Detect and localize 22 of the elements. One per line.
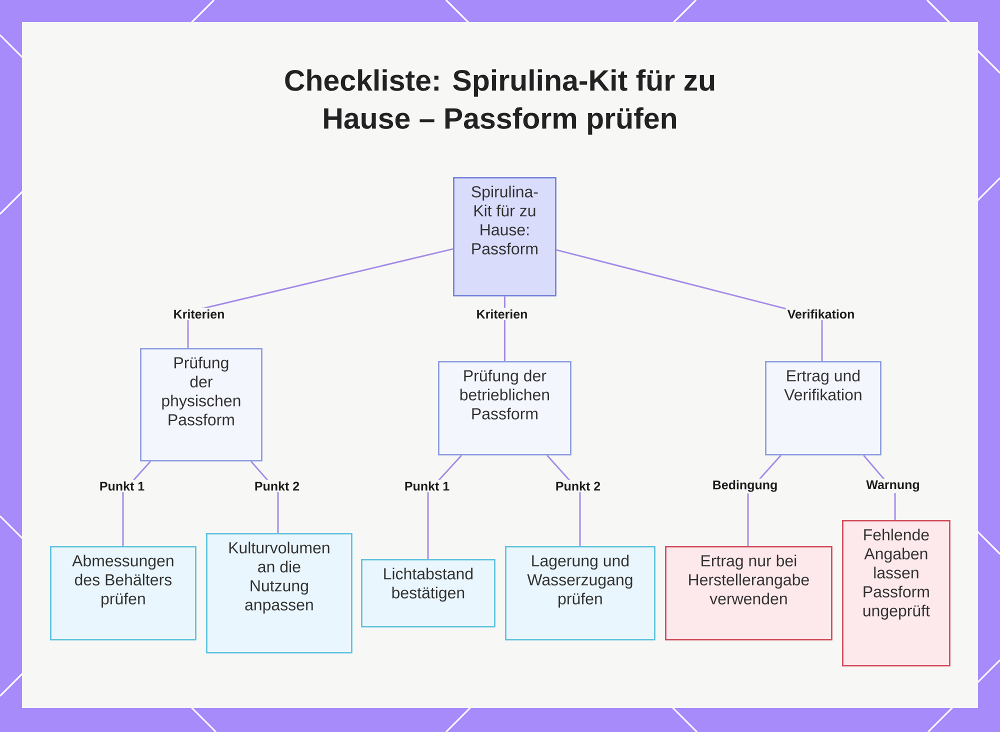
category-box: Prüfung der betrieblichen Passform [438,361,572,456]
edge-label: Bedingung [710,478,780,494]
item-box: Lichtabstand bestätigen [361,559,496,628]
edge-label: Punkt 1 [402,480,452,492]
edge-label: Warnung [864,478,922,494]
warning-box: Ertrag nur bei Herstellerangabe verwenden [665,546,832,640]
item-box: Kulturvolumen an die Nutzung anpassen [206,533,352,654]
warning-box: Fehlende Angaben lassen Passform ungeprüft [842,520,950,666]
edge-label: Punkt 2 [554,480,602,492]
edge-label: Verifikation [786,308,856,320]
edge-label: Punkt 2 [252,480,302,492]
edge-label: Kriterien [474,308,530,320]
edge-label: Punkt 1 [98,480,146,492]
root-box: Spirulina-Kit für zu Hause: Passform [453,177,556,296]
item-box: Abmessungen des Behälters prüfen [50,546,196,640]
edge-label: Kriterien [172,308,226,320]
category-box: Prüfung der physischen Passform [140,348,262,462]
connector-line [427,454,462,559]
item-box: Lagerung und Wasserzugang prüfen [505,546,656,640]
title: Checkliste: Spirulina-Kit für zu Hause – Passform prüfen [285,69,714,135]
category-box: Ertrag und Verifikation [765,361,882,456]
connector-line [187,248,454,348]
